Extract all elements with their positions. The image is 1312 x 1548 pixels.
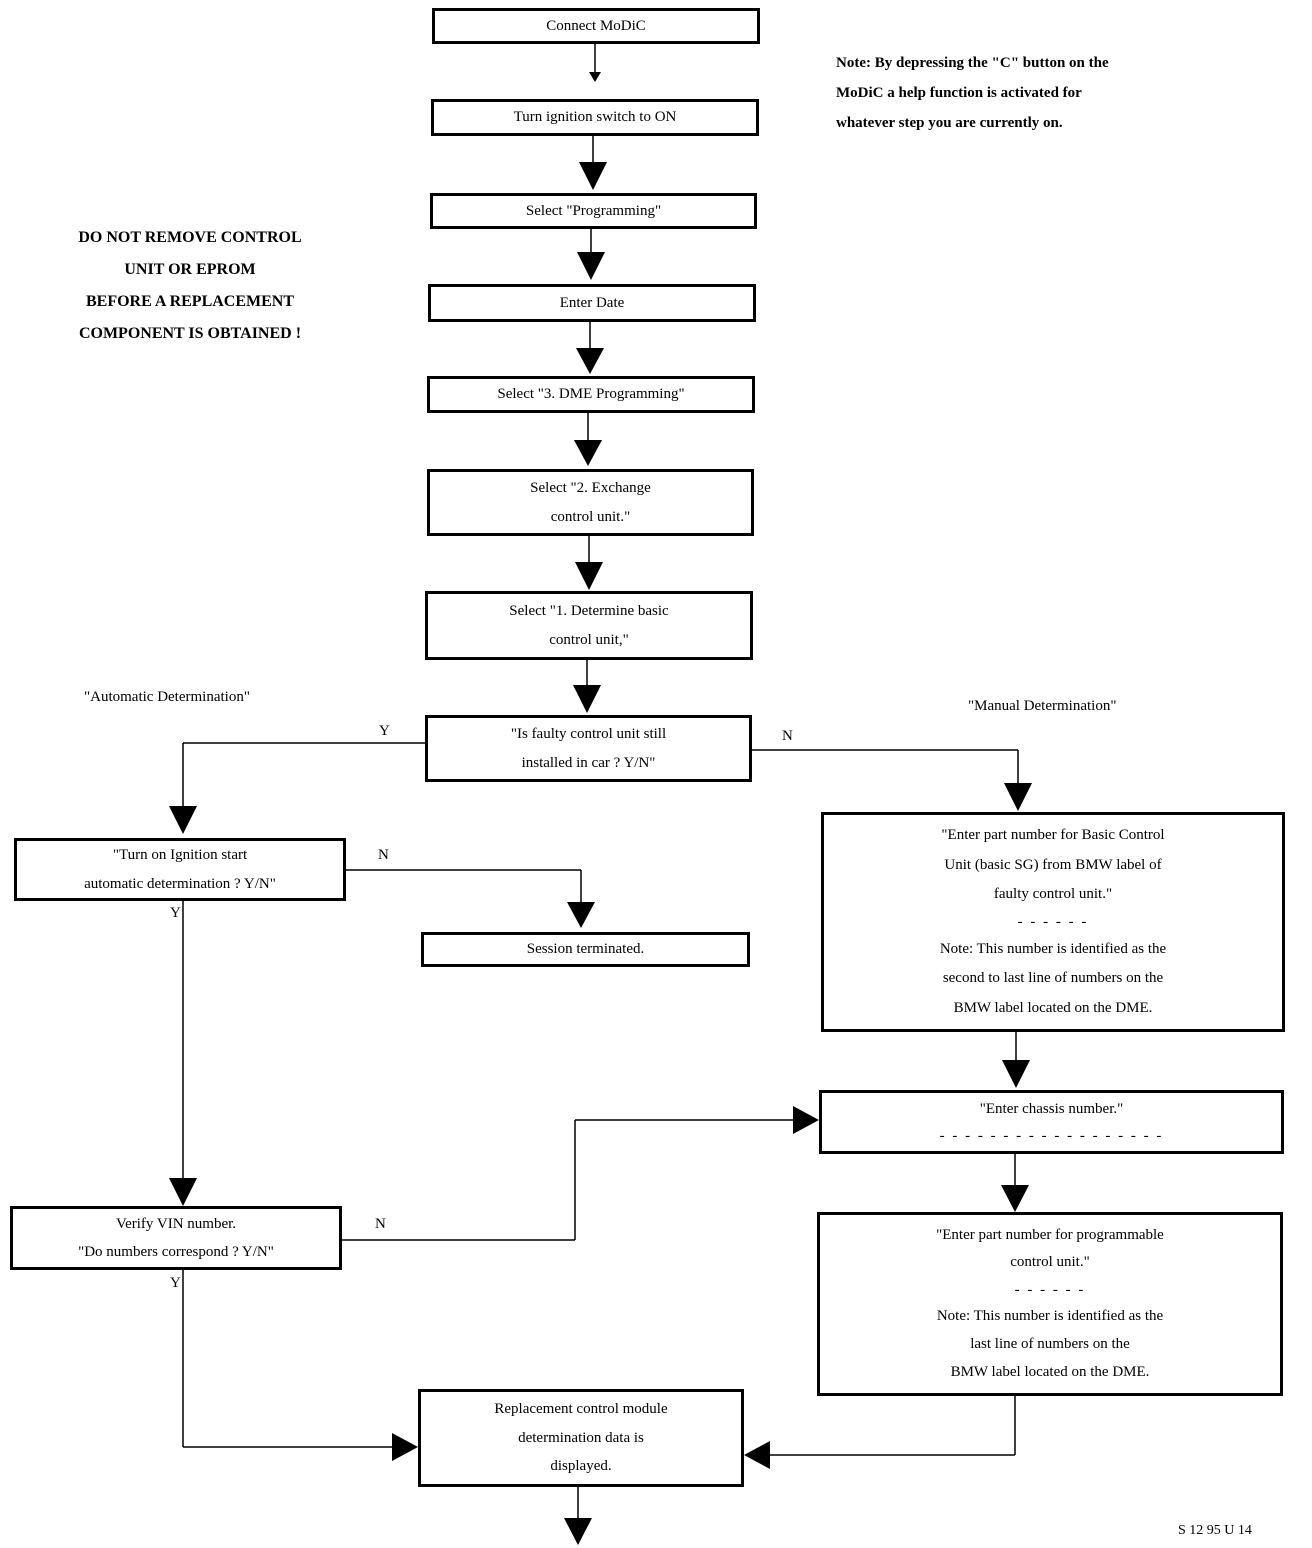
help-note: Note: By depressing the "C" button on th… [836, 48, 1109, 138]
help-note-line: Note: By depressing the "C" button on th… [836, 55, 1109, 71]
step-text: Turn ignition switch to ON [513, 109, 677, 126]
step-replacement-data-displayed: Replacement control module determination… [418, 1389, 744, 1487]
step-text: Replacement control module [494, 1401, 668, 1418]
warning-line: DO NOT REMOVE CONTROL [78, 229, 302, 246]
arrowhead [392, 1433, 418, 1461]
arrowhead [567, 902, 595, 928]
step-ignition-on: Turn ignition switch to ON [431, 99, 759, 136]
arrowhead [574, 440, 602, 466]
divider: - - - - - - [1014, 1282, 1086, 1299]
yes-label: Y [170, 905, 181, 921]
step-text: Enter Date [559, 294, 625, 311]
step-note-text: BMW label located on the DME. [953, 999, 1153, 1016]
arrowhead [169, 806, 197, 834]
arrowhead [1004, 783, 1032, 811]
step-text: automatic determination ? Y/N" [84, 875, 276, 892]
decision-faulty-installed: "Is faulty control unit still installed … [425, 715, 752, 782]
step-text: Select "2. Exchange [530, 480, 651, 496]
step-select-programming: Select "Programming" [430, 193, 757, 229]
arrowhead [589, 72, 601, 82]
step-session-terminated: Session terminated. [421, 932, 750, 967]
connector-lines [182, 44, 1019, 1518]
step-text: installed in car ? Y/N" [521, 754, 656, 771]
step-note-text: Note: This number is identified as the [936, 1308, 1164, 1325]
yes-label: Y [379, 723, 390, 739]
no-label: N [375, 1216, 386, 1232]
decision-verify-vin: Verify VIN number. "Do numbers correspon… [10, 1206, 342, 1270]
warning-line: BEFORE A REPLACEMENT [85, 293, 295, 310]
step-note-text: BMW label located on the DME. [950, 1363, 1150, 1380]
step-text: "Do numbers correspond ? Y/N" [78, 1244, 274, 1260]
yes-label: Y [170, 1275, 181, 1291]
step-enter-chassis-number: "Enter chassis number." - - - - - - - - … [819, 1090, 1284, 1154]
warning-line: UNIT OR EPROM [124, 261, 256, 278]
step-note-text: second to last line of numbers on the [942, 970, 1164, 987]
warning-text: DO NOT REMOVE CONTROL UNIT OR EPROM BEFO… [40, 222, 340, 350]
arrowhead [573, 685, 601, 713]
step-text: Connect MoDiC [546, 17, 646, 34]
step-text: Verify VIN number. [115, 1215, 237, 1232]
arrowhead [1001, 1185, 1029, 1212]
step-note-text: last line of numbers on the [970, 1335, 1130, 1352]
step-text: Select "3. DME Programming" [497, 386, 685, 403]
automatic-determination-label: "Automatic Determination" [84, 689, 250, 705]
step-text: "Turn on Ignition start [112, 847, 248, 863]
step-text: Session terminated. [526, 941, 645, 958]
step-text: "Enter part number for Basic Control [941, 827, 1165, 844]
manual-determination-label: "Manual Determination" [968, 698, 1117, 714]
step-text: "Is faulty control unit still [510, 726, 667, 742]
arrowhead [576, 348, 604, 374]
step-text: Unit (basic SG) from BMW label of [944, 856, 1162, 873]
arrowhead [577, 252, 605, 280]
step-note-text: Note: This number is identified as the [939, 941, 1167, 957]
arrowhead [575, 562, 603, 590]
step-text: control unit." [550, 508, 631, 525]
step-text: control unit," [549, 631, 629, 648]
warning-line: COMPONENT IS OBTAINED ! [78, 325, 302, 342]
step-text: "Enter chassis number." [979, 1100, 1124, 1117]
step-text: determination data is [518, 1429, 644, 1446]
arrowhead [579, 162, 607, 190]
step-text: control unit." [1010, 1254, 1090, 1271]
step-text: displayed. [550, 1458, 612, 1475]
step-enter-programmable-part-number: "Enter part number for programmable cont… [817, 1212, 1283, 1396]
help-note-line: whatever step you are currently on. [836, 115, 1063, 131]
step-connect-modic: Connect MoDiC [432, 8, 760, 44]
figure-code: S 12 95 U 14 [1178, 1523, 1252, 1538]
help-note-line: MoDiC a help function is activated for [836, 85, 1082, 101]
no-label: N [782, 728, 793, 744]
step-enter-date: Enter Date [428, 284, 756, 322]
step-text: Select "Programming" [525, 202, 662, 219]
no-label: N [378, 847, 389, 863]
step-text: "Enter part number for programmable [936, 1226, 1164, 1243]
arrowhead [744, 1441, 770, 1469]
step-select-dme-programming: Select "3. DME Programming" [427, 376, 755, 413]
arrowhead [564, 1518, 592, 1545]
decision-turn-on-ignition: "Turn on Ignition start automatic determ… [14, 838, 346, 901]
step-enter-basic-part-number: "Enter part number for Basic Control Uni… [821, 812, 1285, 1032]
arrowheads [169, 72, 1032, 1545]
divider: - - - - - - - - - - - - - - - - - - [939, 1128, 1164, 1145]
divider: - - - - - - [1017, 914, 1089, 930]
step-text: Select "1. Determine basic [509, 603, 669, 619]
arrowhead [1002, 1060, 1030, 1088]
step-select-determine: Select "1. Determine basic control unit,… [425, 591, 753, 660]
step-text: faulty control unit." [993, 885, 1113, 902]
arrowhead [793, 1106, 819, 1134]
step-select-exchange: Select "2. Exchange control unit." [427, 469, 754, 536]
arrowhead [169, 1178, 197, 1206]
